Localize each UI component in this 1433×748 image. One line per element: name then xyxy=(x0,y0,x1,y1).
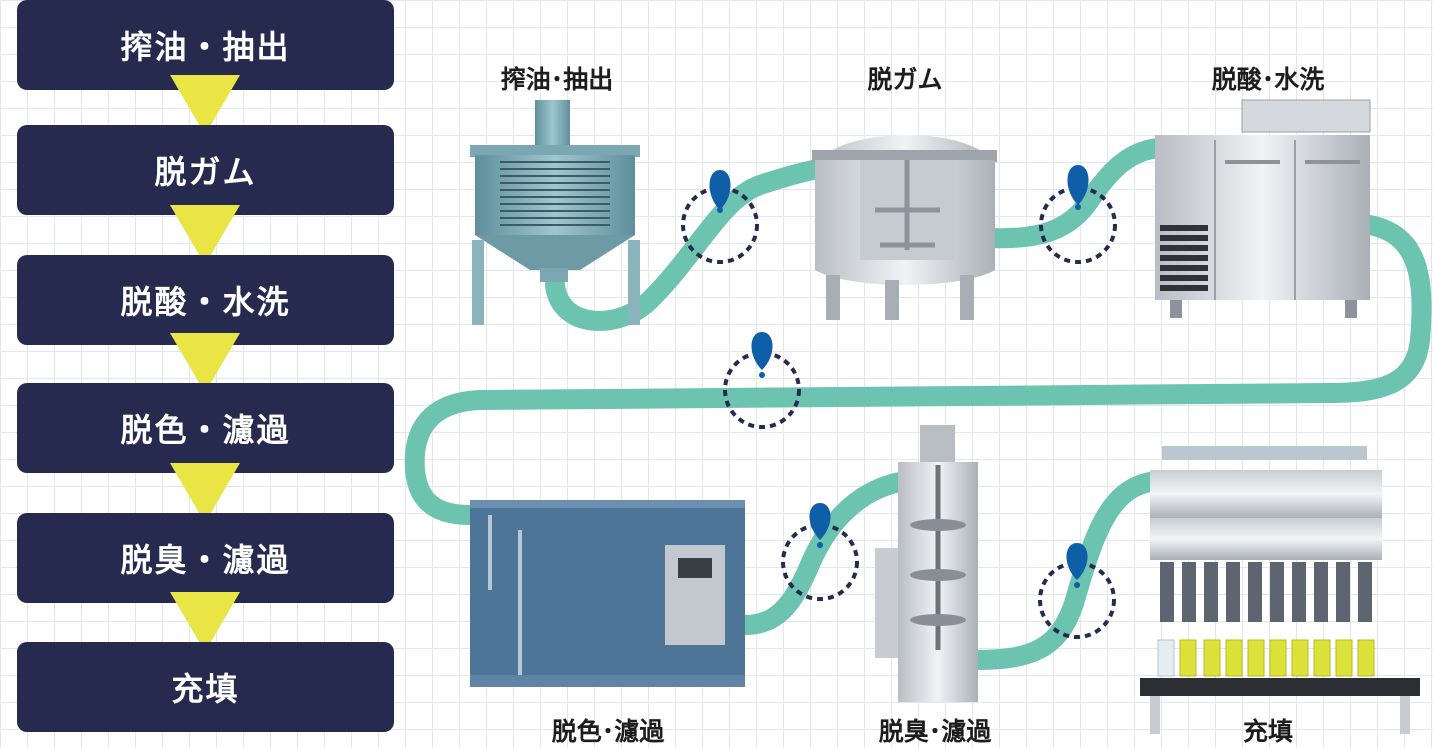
machine-label-deodorization: 脱臭･濾過 xyxy=(878,717,992,746)
decolorization-filtration-machine xyxy=(470,500,745,687)
machine-label-filling: 充填 xyxy=(1242,717,1294,746)
machine-label-degumming: 脱ガム xyxy=(867,65,943,94)
step-filling: 充填 xyxy=(17,642,394,732)
step-deodorization-filtration: 脱臭・濾過 xyxy=(17,513,394,603)
pressing-extraction-machine xyxy=(470,100,640,325)
step-deacidification-washing: 脱酸・水洗 xyxy=(17,255,394,345)
process-step-list: 搾油・抽出 脱ガム 脱酸・水洗 脱色・濾過 脱臭・濾過 充填 xyxy=(0,0,400,745)
deodorization-filtration-machine xyxy=(875,425,978,702)
step-degumming: 脱ガム xyxy=(17,125,394,215)
inspection-point-icon xyxy=(681,170,759,264)
inspection-point-icon xyxy=(1038,543,1116,639)
machine-label-pressing: 搾油･抽出 xyxy=(500,65,614,94)
inspection-point-icon xyxy=(1039,165,1117,264)
filling-machine xyxy=(1140,446,1420,734)
degumming-tank xyxy=(812,135,997,320)
inspection-point-icon xyxy=(781,503,859,601)
step-decolorization-filtration: 脱色・濾過 xyxy=(17,383,394,473)
inspection-point-icon xyxy=(723,332,801,429)
machine-label-deacidification: 脱酸･水洗 xyxy=(1211,65,1325,94)
deacidification-washing-unit xyxy=(1155,99,1371,318)
machine-label-decolorization: 脱色･濾過 xyxy=(551,717,665,746)
